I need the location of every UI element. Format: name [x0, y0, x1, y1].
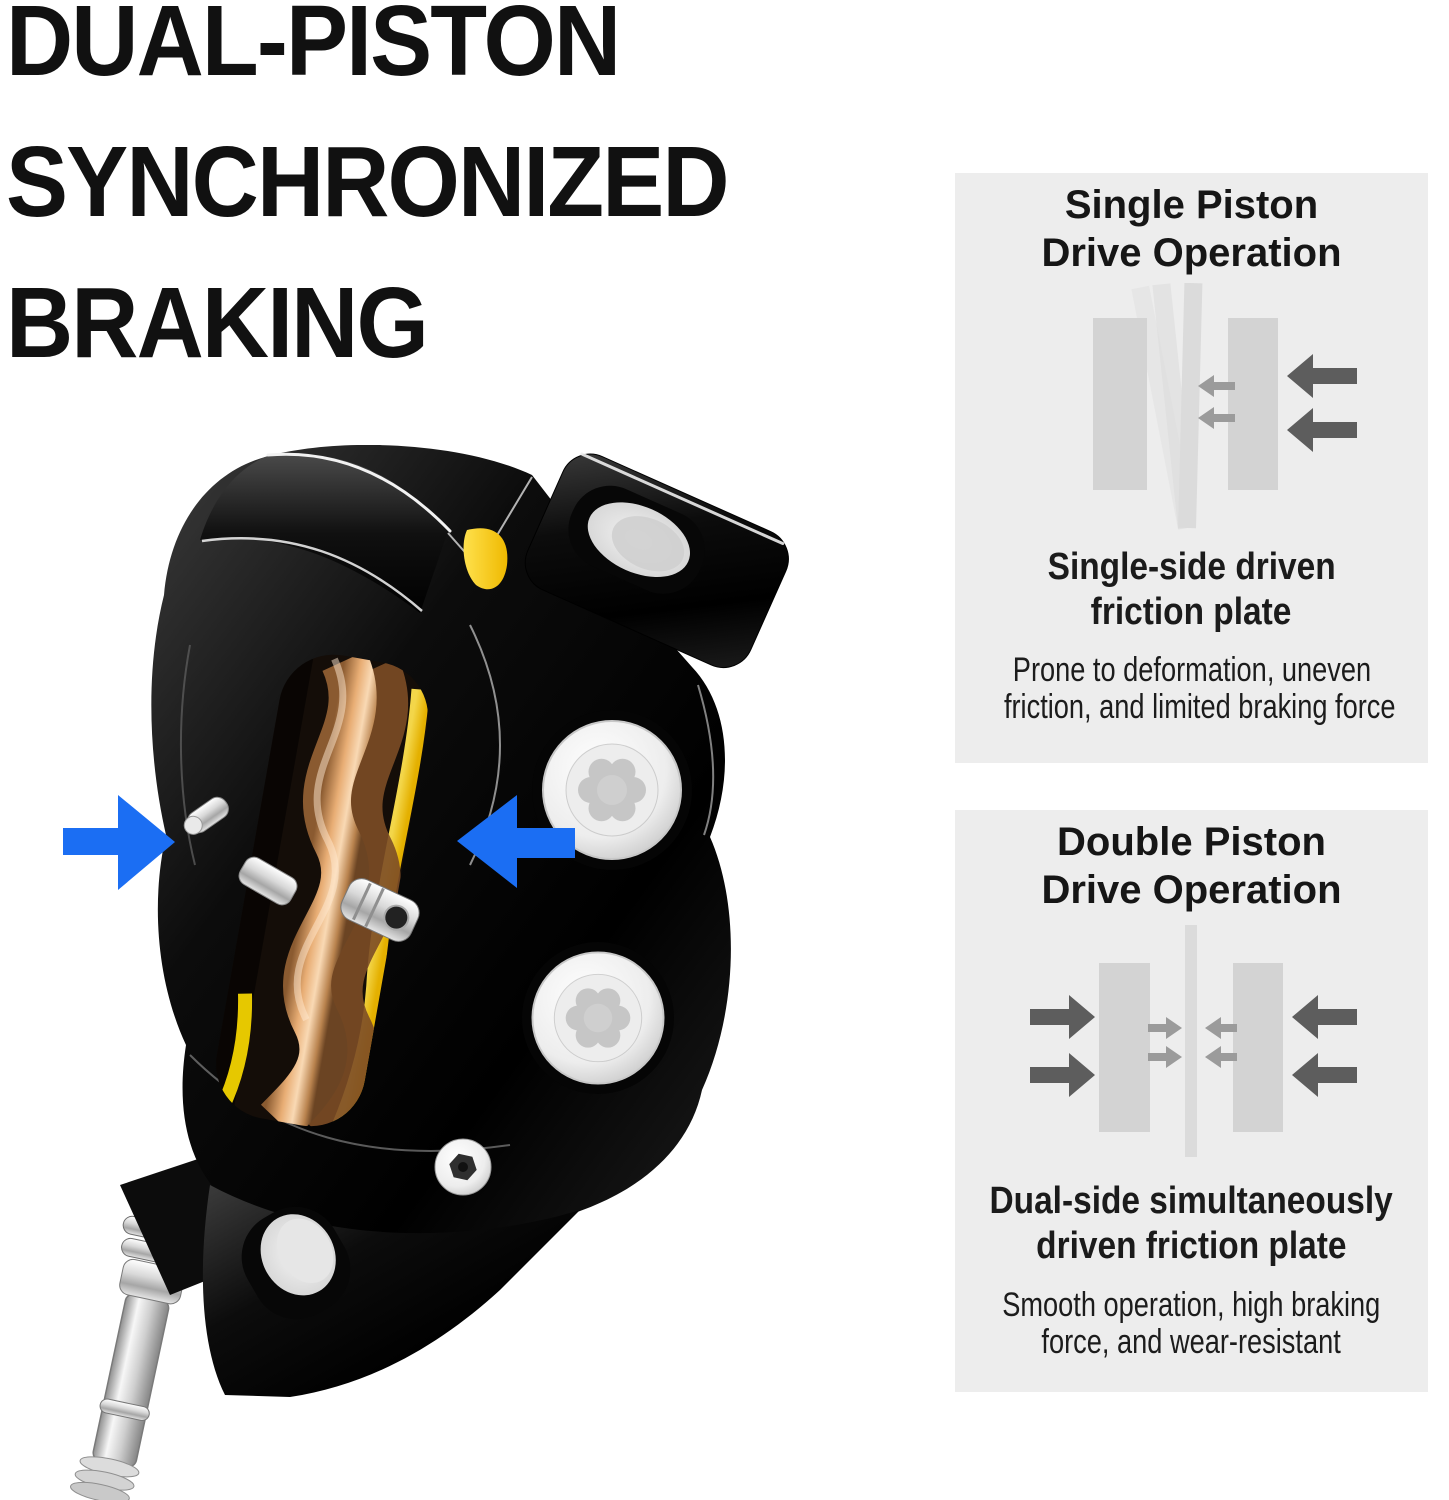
double-piston-subtitle: Dual-side simultaneously driven friction… [989, 1180, 1394, 1267]
brake-pad-right [1228, 318, 1278, 490]
single-piston-panel: Single Piston Drive Operation Single-sid… [955, 173, 1428, 763]
oval-mount-hole [241, 1206, 351, 1320]
hose-spring-coil [70, 1456, 140, 1500]
light-gray-arrow-icon [1148, 1017, 1237, 1068]
blue-arrow-right-icon [63, 795, 175, 890]
light-gray-arrow-icon [1198, 375, 1235, 429]
dark-gray-arrow-icon [1030, 995, 1357, 1097]
single-piston-subtitle: Single-side driven friction plate [1047, 546, 1336, 633]
bleed-pin [183, 796, 229, 835]
piston-pin [340, 878, 420, 942]
hex-bolt [434, 1138, 492, 1196]
rotor-straight [1185, 925, 1197, 1157]
caliper-photo [63, 445, 789, 1500]
brake-pad-right [1233, 963, 1283, 1132]
double-piston-diagram [1030, 925, 1357, 1157]
brake-pad-left [1093, 318, 1147, 490]
brake-pad-left [1099, 963, 1150, 1132]
rotor-deformed [1131, 283, 1203, 530]
single-piston-description: Prone to deformation, uneven friction, a… [1003, 651, 1396, 726]
headline-line-2: SYNCHRONIZED [6, 126, 730, 238]
headline: DUAL-PISTON SYNCHRONIZED BRAKING [6, 0, 730, 394]
single-piston-diagram [1093, 283, 1357, 530]
double-piston-description: Smooth operation, high braking force, an… [1002, 1286, 1381, 1361]
mounting-tab [524, 452, 789, 669]
torx-bolt-bottom [522, 942, 674, 1094]
blue-arrow-left-icon [457, 795, 575, 888]
pad-pin [238, 856, 298, 906]
double-piston-panel: Double Piston Drive Operation Dual-side … [955, 810, 1428, 1392]
double-piston-panel-title: Double Piston Drive Operation [1041, 820, 1342, 912]
dark-gray-arrow-icon [1287, 354, 1357, 452]
headline-line-3: BRAKING [6, 267, 429, 379]
headline-line-1: DUAL-PISTON [6, 0, 621, 97]
yellow-pad-accent [463, 528, 508, 590]
single-piston-panel-title: Single Piston Drive Operation [1041, 183, 1342, 275]
